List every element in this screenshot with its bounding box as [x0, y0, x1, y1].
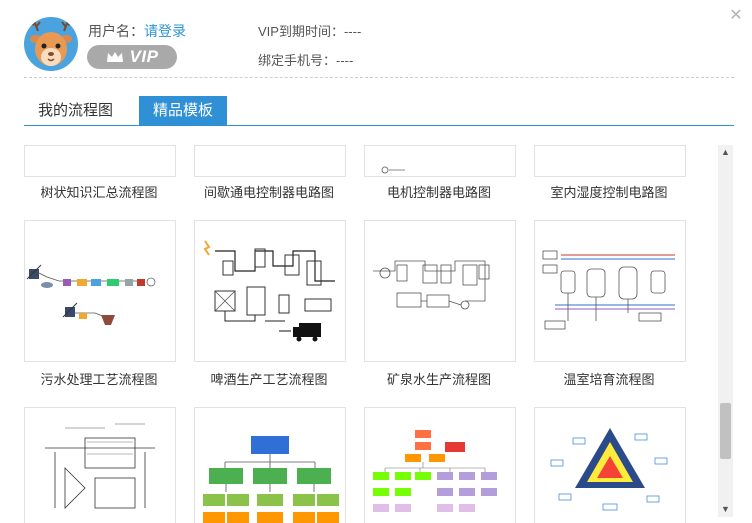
template-grid: 树状知识汇总流程图 间歇通电控制器电路图 电机控制器电路图 室内湿度控制电路图	[0, 145, 716, 523]
login-link[interactable]: 请登录	[144, 23, 186, 39]
header-divider	[24, 77, 734, 78]
template-card[interactable]	[534, 407, 686, 523]
template-title: 温室培育流程图	[563, 372, 655, 387]
crown-icon	[106, 52, 123, 62]
template-title: 矿泉水生产流程图	[386, 372, 491, 387]
template-card[interactable]	[364, 220, 516, 362]
avatar	[24, 17, 78, 71]
template-thumbnail	[373, 430, 497, 512]
username-label: 用户名：	[88, 23, 144, 39]
template-card[interactable]	[24, 145, 176, 177]
tab-premium-templates[interactable]: 精品模板	[139, 96, 228, 125]
template-card[interactable]	[194, 145, 346, 177]
template-card[interactable]	[364, 145, 516, 177]
template-thumbnail	[542, 250, 675, 330]
template-card[interactable]	[534, 145, 686, 177]
template-title: 树状知识汇总流程图	[40, 185, 158, 200]
template-card[interactable]	[534, 220, 686, 362]
username-row: 用户名：请登录	[88, 21, 186, 41]
tab-my-flowcharts[interactable]: 我的流程图	[38, 102, 114, 119]
template-thumbnail	[26, 264, 156, 325]
scrollbar[interactable]: ▲ ▼	[718, 145, 733, 517]
template-thumbnail	[373, 260, 490, 310]
template-thumbnail	[45, 423, 155, 509]
template-card[interactable]	[194, 407, 346, 523]
template-card[interactable]	[24, 407, 176, 523]
template-thumbnail	[203, 240, 335, 342]
template-thumbnail	[381, 166, 405, 174]
tab-bar: 我的流程图 精品模板	[24, 96, 734, 126]
vip-expiry-text: VIP到期时间：----	[258, 24, 362, 39]
vip-label: VIP	[129, 47, 159, 66]
template-thumbnail	[203, 436, 339, 523]
vip-badge: VIP	[87, 45, 177, 69]
scroll-up-arrow-icon[interactable]: ▲	[721, 147, 730, 157]
template-card[interactable]	[24, 220, 176, 362]
template-title: 室内湿度控制电路图	[550, 185, 668, 200]
scroll-down-arrow-icon[interactable]: ▼	[721, 504, 730, 514]
scrollbar-thumb[interactable]	[720, 403, 731, 459]
template-title: 电机控制器电路图	[386, 185, 491, 200]
close-icon[interactable]: ✕	[729, 7, 743, 24]
template-thumbnail	[550, 428, 668, 511]
template-title: 污水处理工艺流程图	[40, 372, 158, 387]
phone-binding-text: 绑定手机号：----	[258, 53, 354, 68]
template-title: 间歇通电控制器电路图	[203, 185, 334, 200]
template-card[interactable]	[364, 407, 516, 523]
template-card[interactable]	[194, 220, 346, 362]
template-title: 啤酒生产工艺流程图	[210, 372, 328, 387]
